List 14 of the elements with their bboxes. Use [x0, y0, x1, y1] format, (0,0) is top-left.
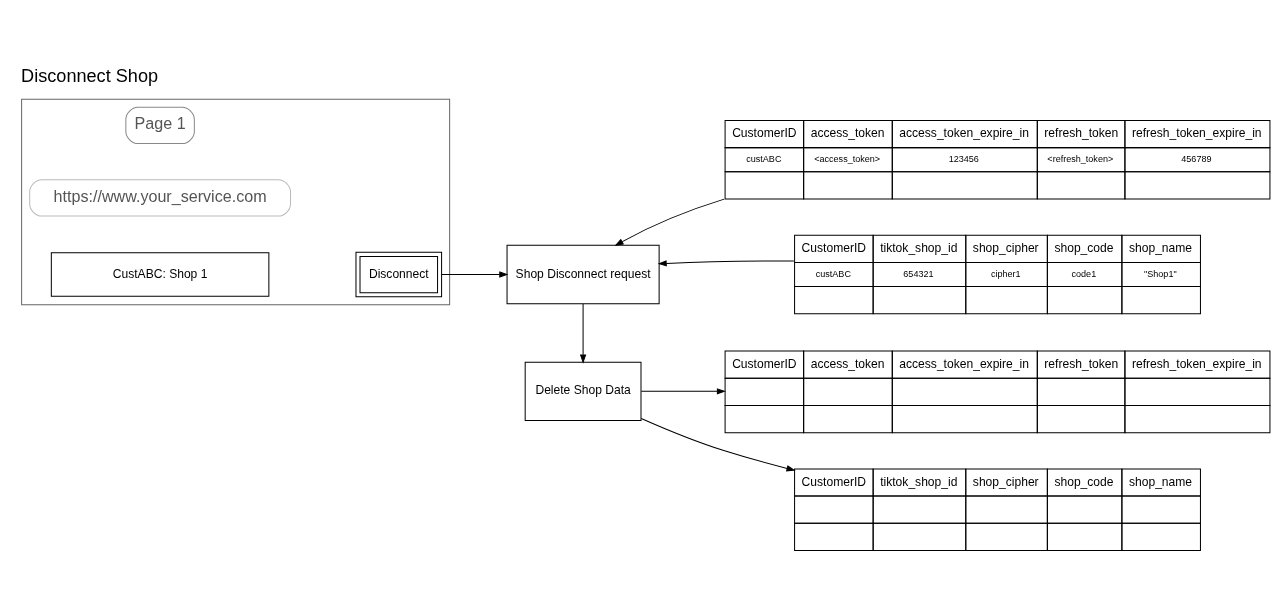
arrow	[657, 259, 794, 267]
node-box: Disconnect	[354, 251, 442, 297]
arrow	[579, 302, 586, 364]
node-box: https://www.your_service.com	[28, 178, 291, 217]
arrow	[440, 270, 508, 278]
node-box: Page 1	[124, 106, 195, 144]
cluster	[20, 98, 450, 305]
diagram-title: Disconnect Shop	[20, 65, 158, 86]
arrow	[640, 387, 726, 395]
node-box: Shop Disconnect request	[506, 244, 660, 304]
node-box: Delete Shop Data	[524, 361, 641, 421]
arrow	[614, 198, 725, 246]
arrow	[640, 417, 796, 471]
node-box: CustABC: Shop 1	[50, 251, 269, 297]
